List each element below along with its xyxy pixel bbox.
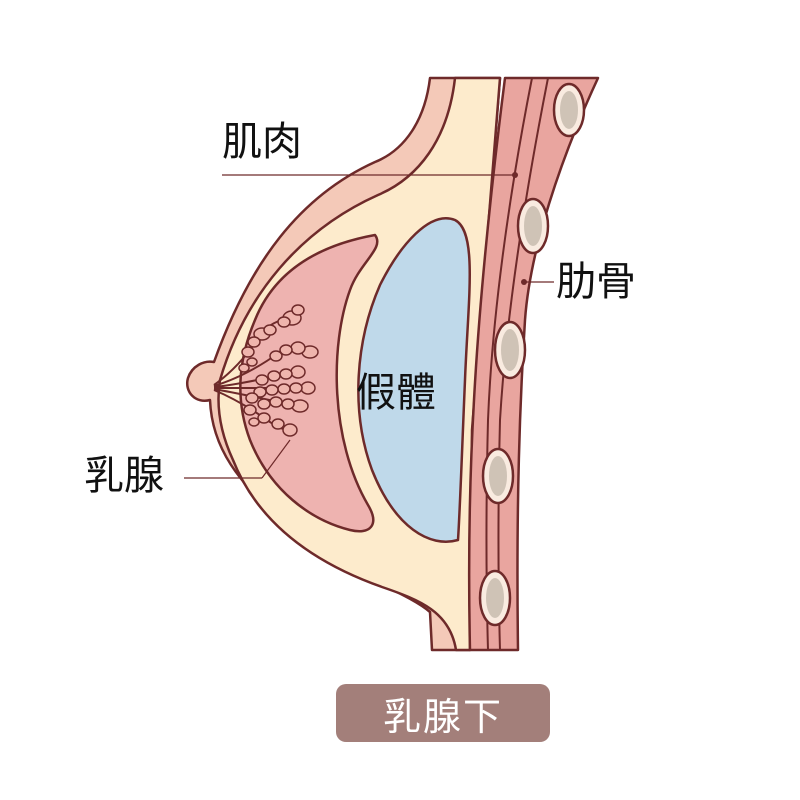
placement-badge: 乳腺下 bbox=[336, 684, 550, 742]
label-implant: 假體 bbox=[356, 370, 436, 416]
placement-badge-text: 乳腺下 bbox=[382, 694, 503, 739]
ribs bbox=[478, 82, 586, 627]
leader-lines bbox=[184, 174, 554, 479]
gland-lobules bbox=[238, 304, 319, 437]
leader-dot-rib bbox=[521, 279, 527, 285]
implant bbox=[357, 217, 471, 543]
label-rib: 肋骨 bbox=[556, 259, 636, 305]
leader-dot-muscle bbox=[512, 172, 518, 178]
leader-line-gland-diag bbox=[261, 439, 291, 479]
label-mammary-gland: 乳腺 bbox=[84, 453, 164, 499]
label-muscle: 肌肉 bbox=[222, 119, 302, 165]
